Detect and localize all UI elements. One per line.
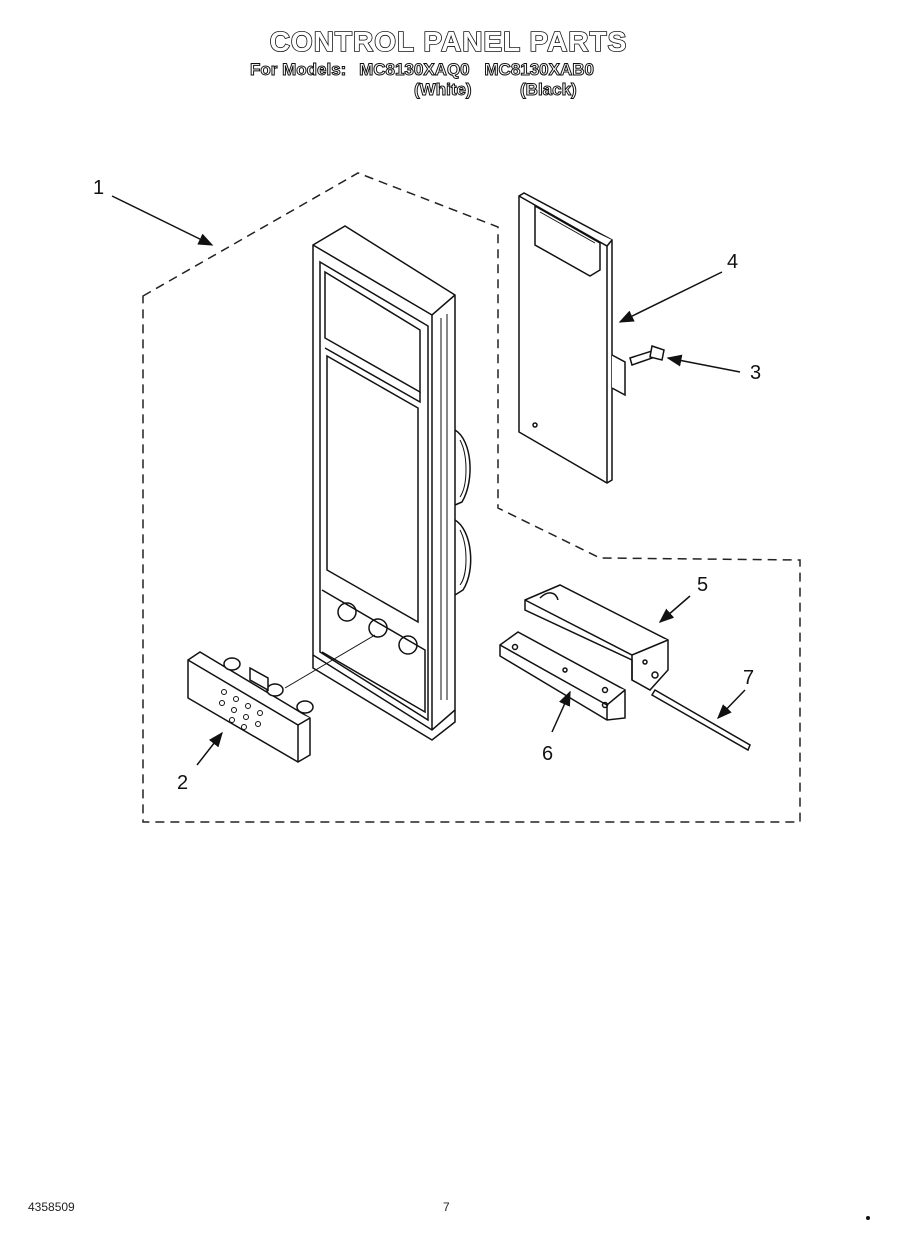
- variant-white: (White): [414, 80, 473, 100]
- callout-5: 5: [697, 574, 708, 596]
- model-white: MC8130XAQ0: [359, 60, 471, 80]
- callout-2: 2: [177, 772, 188, 794]
- latch-bracket: [524, 584, 669, 691]
- variant-black: (Black): [520, 80, 578, 100]
- models-prefix: For Models:: [249, 60, 347, 80]
- page-title: CONTROL PANEL PARTS: [269, 25, 628, 58]
- callout-3: 3: [750, 362, 761, 384]
- models-line: For Models: MC8130XAQ0 MC8130XAB0: [249, 60, 595, 80]
- keypad-button-assembly: [187, 634, 376, 763]
- corner-mark: [866, 1216, 870, 1220]
- callout-1: 1: [93, 177, 104, 199]
- control-board: [518, 192, 626, 484]
- model-black: MC8130XAB0: [484, 60, 595, 80]
- control-panel-frame: [312, 225, 472, 741]
- callout-6: 6: [542, 743, 553, 765]
- latch-rod: [650, 688, 751, 752]
- callout-7: 7: [743, 667, 754, 689]
- leader-lines: [111, 195, 746, 766]
- page-number: 7: [443, 1200, 450, 1214]
- mounting-bracket: [499, 631, 626, 721]
- screw: [629, 345, 665, 366]
- callout-4: 4: [727, 251, 738, 273]
- document-number: 4358509: [28, 1200, 75, 1214]
